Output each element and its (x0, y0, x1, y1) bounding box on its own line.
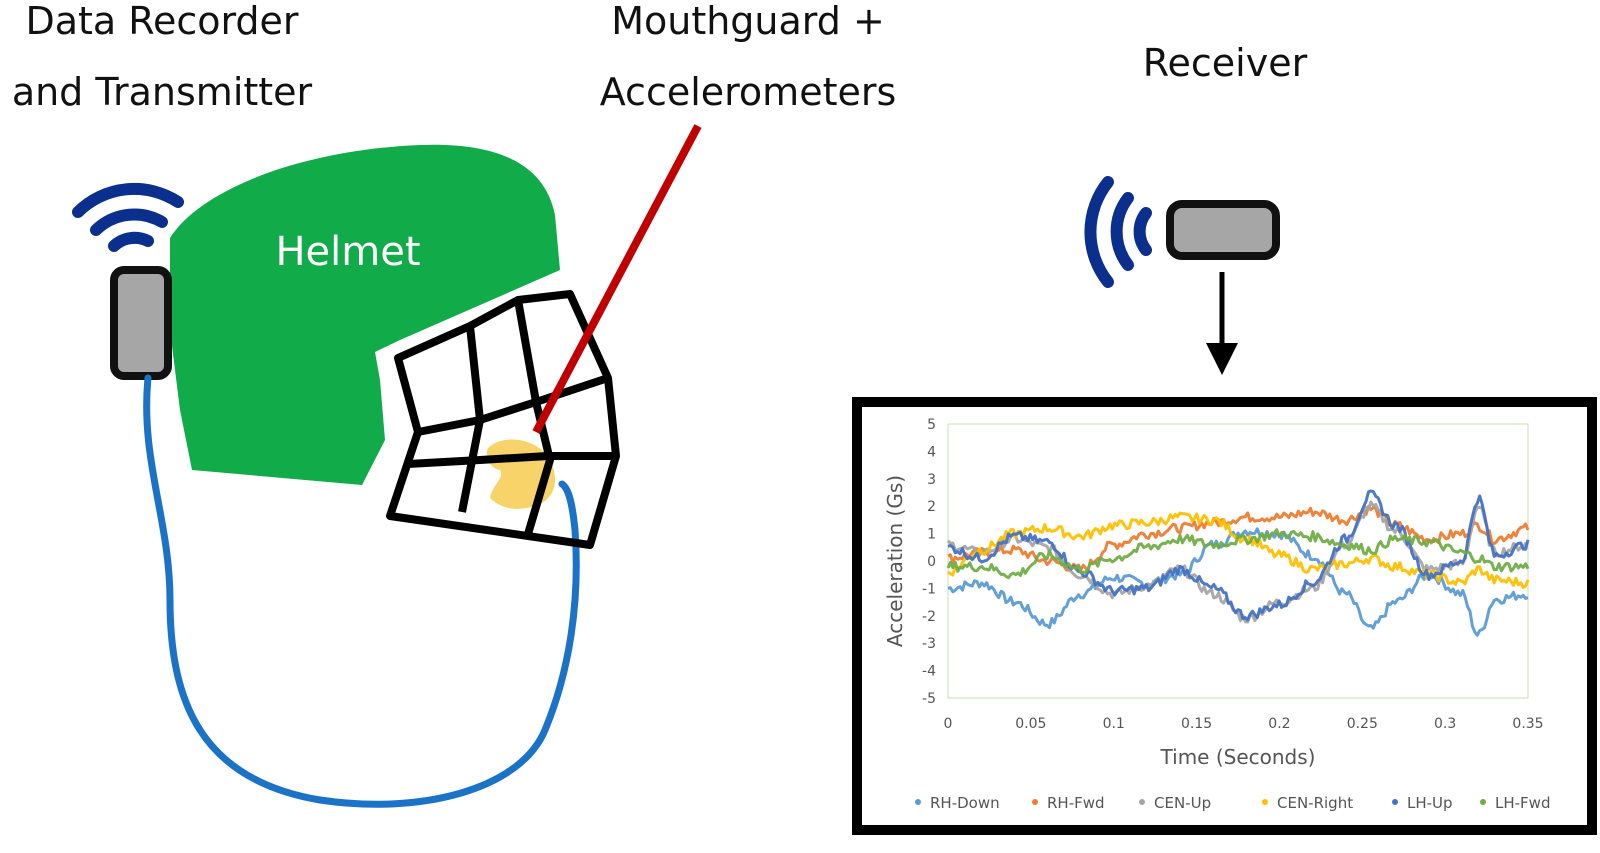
y-axis-title: Acceleration (Gs) (883, 475, 907, 647)
series-line-cen-up (946, 500, 1529, 624)
y-tick-label: 3 (927, 472, 936, 488)
recorder-label-line1: Data Recorder (25, 0, 298, 43)
legend-entry-cen-up: CEN-Up (1154, 794, 1211, 812)
x-tick-label: 0 (944, 716, 953, 732)
legend-entry-cen-right: CEN-Right (1277, 794, 1353, 812)
plot-area (947, 423, 1529, 699)
x-axis-title: Time (Seconds) (1160, 745, 1316, 769)
legend-marker-lh-fwd (1480, 799, 1486, 805)
legend-entry-lh-up: LH-Up (1407, 794, 1453, 812)
y-tick-label: 0 (927, 554, 936, 570)
helmet-shell (170, 144, 560, 485)
y-tick-label: -2 (922, 609, 936, 625)
legend-marker-rh-fwd (1032, 799, 1038, 805)
x-tick-label: 0.25 (1347, 716, 1378, 732)
y-tick-label: -1 (922, 581, 936, 597)
y-tick-label: -4 (922, 664, 936, 680)
mouthguard-pointer-line (532, 124, 702, 434)
receiver-device (1166, 200, 1280, 260)
series-line-rh-down (947, 527, 1529, 637)
series-line-lh-fwd (946, 528, 1530, 580)
helmet-label: Helmet (275, 229, 420, 275)
x-tick-label: 0.3 (1434, 716, 1456, 732)
transmitter-wifi-icon (72, 182, 184, 252)
facemask-grid (386, 290, 620, 549)
mouthguard-label-line1: Mouthguard + (611, 0, 885, 43)
x-tick-label: 0.05 (1015, 716, 1046, 732)
legend-entry-lh-fwd: LH-Fwd (1495, 794, 1550, 812)
x-tick-label: 0.1 (1103, 716, 1125, 732)
x-tick-label: 0.15 (1181, 716, 1212, 732)
legend-entry-rh-down: RH-Down (930, 794, 1000, 812)
y-tick-label: 4 (927, 444, 936, 460)
recorder-device (110, 266, 172, 380)
y-tick-label: 5 (927, 417, 936, 433)
y-tick-label: -3 (922, 636, 936, 652)
recorder-label-line2: and Transmitter (12, 70, 313, 114)
legend-marker-lh-up (1392, 799, 1398, 805)
y-tick-label: -5 (922, 691, 936, 707)
acceleration-chart: 5 4 3 2 1 0 -1 -2 -3 -4 -5 0 0.05 0.1 0.15 0.2 0.25 0.3 0.… (883, 417, 1550, 812)
legend-entry-rh-fwd: RH-Fwd (1047, 794, 1105, 812)
receiver-label: Receiver (1143, 41, 1308, 85)
y-tick-label: 2 (927, 499, 936, 515)
x-tick-label: 0.2 (1268, 716, 1290, 732)
down-arrow-icon (1206, 272, 1238, 375)
series-line-rh-fwd (947, 504, 1530, 572)
legend-marker-cen-right (1262, 799, 1268, 805)
mouthguard-label-line2: Accelerometers (600, 70, 897, 114)
connecting-cable (143, 374, 580, 808)
x-tick-label: 0.35 (1512, 716, 1543, 732)
legend-marker-cen-up (1139, 799, 1145, 805)
series-line-lh-up (947, 489, 1530, 622)
receiver-wifi-icon (1084, 176, 1152, 288)
legend-marker-rh-down (915, 799, 921, 805)
y-tick-label: 1 (927, 527, 936, 543)
